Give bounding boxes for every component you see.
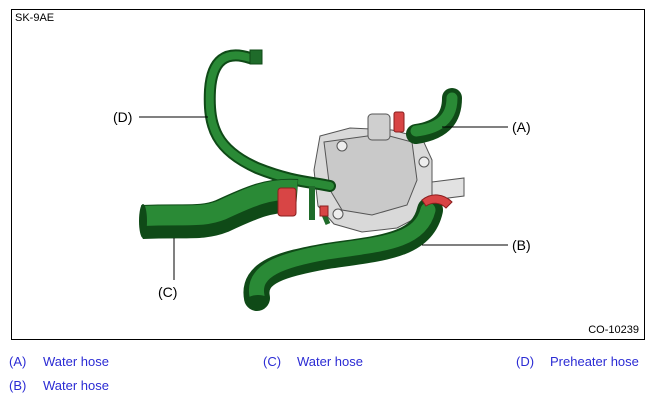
legend-text: Water hose [297, 354, 363, 369]
callout-c: (C) [158, 284, 178, 300]
callout-b: (B) [512, 237, 531, 253]
legend-key: (B) [9, 378, 27, 393]
legend-item-a: (A) Water hose [9, 354, 109, 369]
callout-d: (D) [113, 109, 133, 125]
legend-text: Water hose [43, 354, 109, 369]
leader-lines [139, 116, 508, 280]
legend-item-d: (D) Preheater hose [516, 354, 639, 369]
legend-text: Preheater hose [550, 354, 639, 369]
diagram-figure: SK-9AE CO-10239 (D) (A) (B) (C) [11, 9, 645, 340]
hose-clamps [277, 111, 453, 217]
water-hose-c [139, 178, 299, 239]
diagram-drawing [139, 49, 508, 311]
thermostat-housing [313, 113, 465, 233]
legend: (A) Water hose (B) Water hose (C) Water hos… [0, 348, 660, 398]
legend-key: (A) [9, 354, 27, 369]
legend-text: Water hose [43, 378, 109, 393]
preheater-hose-d [203, 49, 336, 192]
legend-item-c: (C) Water hose [263, 354, 363, 369]
water-hose-a [406, 88, 462, 144]
legend-key: (D) [516, 354, 535, 369]
water-hose-b [243, 197, 443, 311]
callout-a: (A) [512, 119, 531, 135]
legend-item-b: (B) Water hose [9, 378, 109, 393]
legend-key: (C) [263, 354, 282, 369]
figure-id-label: SK-9AE [15, 12, 55, 24]
figure-code-label: CO-10239 [588, 324, 639, 336]
